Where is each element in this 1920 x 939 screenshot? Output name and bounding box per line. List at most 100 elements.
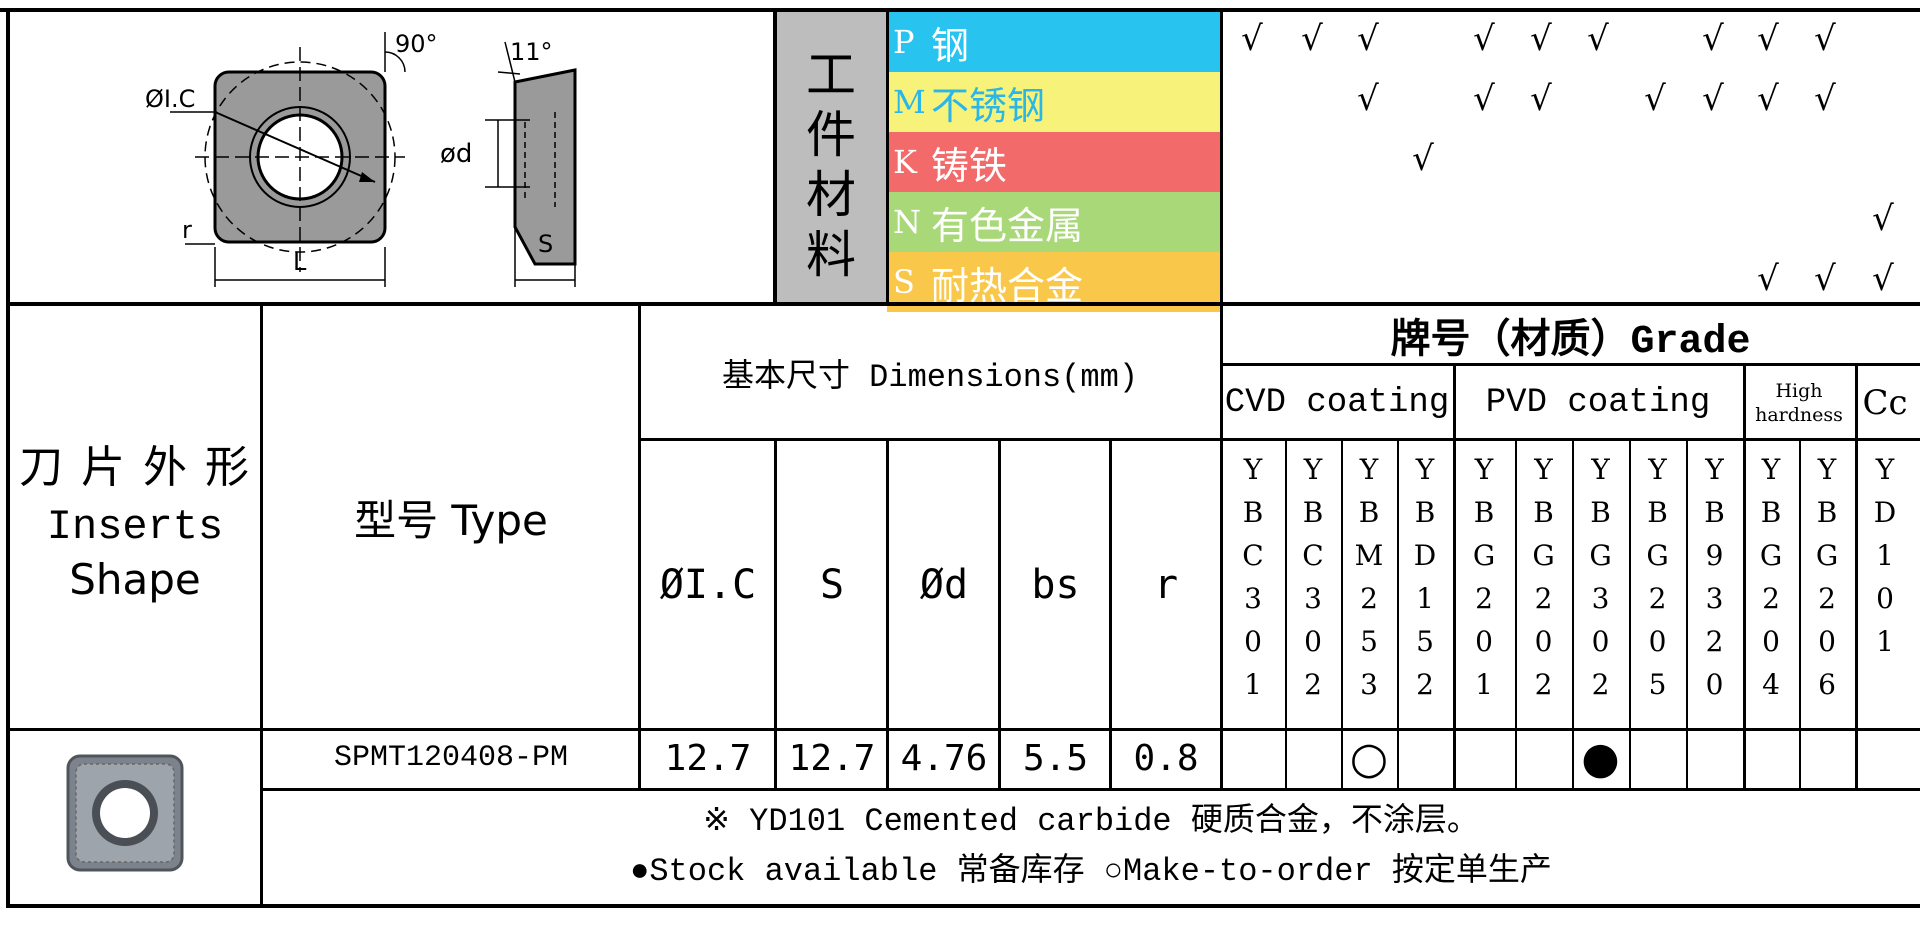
material-check-mark: √: [1530, 19, 1552, 59]
material-check-mark: √: [1357, 79, 1379, 119]
material-check-mark: √: [1241, 19, 1263, 59]
material-check-mark: √: [1872, 259, 1894, 299]
grid-line: [886, 438, 889, 790]
svg-text:11°: 11°: [510, 38, 553, 66]
grid-line: [1285, 438, 1287, 790]
value-s: 12.7: [788, 737, 876, 779]
grid-line: [1109, 438, 1112, 790]
grid-line: [1220, 304, 1223, 790]
grid-line: [1341, 438, 1343, 790]
insert-diagram: ØI.C L r 90° 11° ød S: [145, 30, 577, 287]
note-line-1: ※ YD101 Cemented carbide 硬质合金，不涂层。: [703, 803, 1479, 840]
type-cell: SPMT120408-PM: [333, 741, 569, 775]
material-check-mark: √: [1814, 259, 1836, 299]
workpiece-title-cell: 工 件 材 料: [776, 12, 886, 304]
grid-line: [260, 788, 1920, 791]
grid-line: [1572, 438, 1574, 790]
dim-col-ic: ØI.C: [659, 562, 757, 608]
material-check-mark: √: [1412, 139, 1434, 179]
grid-line: [998, 438, 1001, 790]
grid-line: [886, 8, 889, 304]
value-bs: 5.5: [1022, 737, 1089, 779]
grid-line: [773, 8, 777, 304]
cvd-coating-label: CVD coating: [1224, 383, 1450, 422]
ic-label: ØI.C: [145, 85, 195, 113]
svg-text:90°: 90°: [395, 30, 438, 58]
grid-line: [6, 904, 1920, 908]
workpiece-char: 件: [806, 106, 856, 164]
material-check-mark: √: [1473, 19, 1495, 59]
workpiece-char: 材: [806, 166, 856, 224]
material-check-mark: √: [1872, 199, 1894, 239]
material-check-mark: √: [1757, 259, 1779, 299]
material-check-mark: √: [1357, 19, 1379, 59]
svg-text:S: S: [538, 230, 553, 258]
grid-line: [1221, 363, 1920, 366]
grid-line: [1221, 438, 1920, 441]
make-to-order-mark: ○: [1349, 732, 1389, 784]
grid-line: [638, 438, 1221, 441]
grid-line: [1855, 438, 1857, 790]
material-check-mark: √: [1702, 79, 1724, 119]
cc-label: Cc: [1862, 382, 1908, 423]
note-line-2: ●Stock available 常备库存 ○Make-to-order 按定单…: [630, 853, 1552, 890]
grid-line: [1453, 438, 1455, 790]
grid-line: [1686, 438, 1688, 790]
pvd-coating-label: PVD coating: [1485, 383, 1711, 422]
material-check-mark: √: [1702, 19, 1724, 59]
workpiece-char: 工: [806, 46, 856, 104]
grid-line: [1397, 438, 1399, 790]
workpiece-char: 料: [806, 226, 856, 284]
value-r: 0.8: [1133, 737, 1199, 779]
grid-line: [1629, 438, 1631, 790]
grid-line: [0, 8, 1920, 12]
grid-line: [260, 304, 263, 906]
grid-line: [1743, 438, 1745, 790]
material-check-mark: √: [1814, 79, 1836, 119]
material-check-mark: √: [1644, 79, 1666, 119]
material-check-mark: √: [1301, 19, 1323, 59]
grid-line: [6, 8, 10, 906]
value-d: 4.76: [900, 737, 988, 779]
grid-line: [638, 304, 641, 790]
svg-text:L: L: [293, 248, 307, 276]
shape-header: 刀 片 外 形 Inserts Shape: [19, 442, 251, 604]
svg-text:r: r: [182, 216, 192, 244]
grade-title: 牌号（材质）Grade: [1390, 319, 1751, 365]
type-header: 型号 Type: [354, 496, 548, 545]
grid-line: [774, 438, 777, 790]
grid-line: [1515, 438, 1517, 790]
insert-photo: [66, 754, 184, 872]
grid-line: [1220, 8, 1223, 304]
material-check-mark: √: [1530, 79, 1552, 119]
dimensions-header: 基本尺寸 Dimensions(mm): [721, 358, 1139, 396]
dim-col-s: S: [819, 562, 845, 608]
value-ic: 12.7: [664, 737, 752, 779]
material-check-mark: √: [1814, 19, 1836, 59]
material-check-mark: √: [1757, 19, 1779, 59]
material-check-mark: √: [1473, 79, 1495, 119]
insert-side-view: [513, 68, 577, 266]
dim-col-r: r: [1153, 562, 1179, 608]
grid-line: [1799, 438, 1801, 790]
grid-line: [6, 302, 1920, 306]
material-check-mark: √: [1757, 79, 1779, 119]
dim-col-d: Ød: [919, 562, 969, 608]
